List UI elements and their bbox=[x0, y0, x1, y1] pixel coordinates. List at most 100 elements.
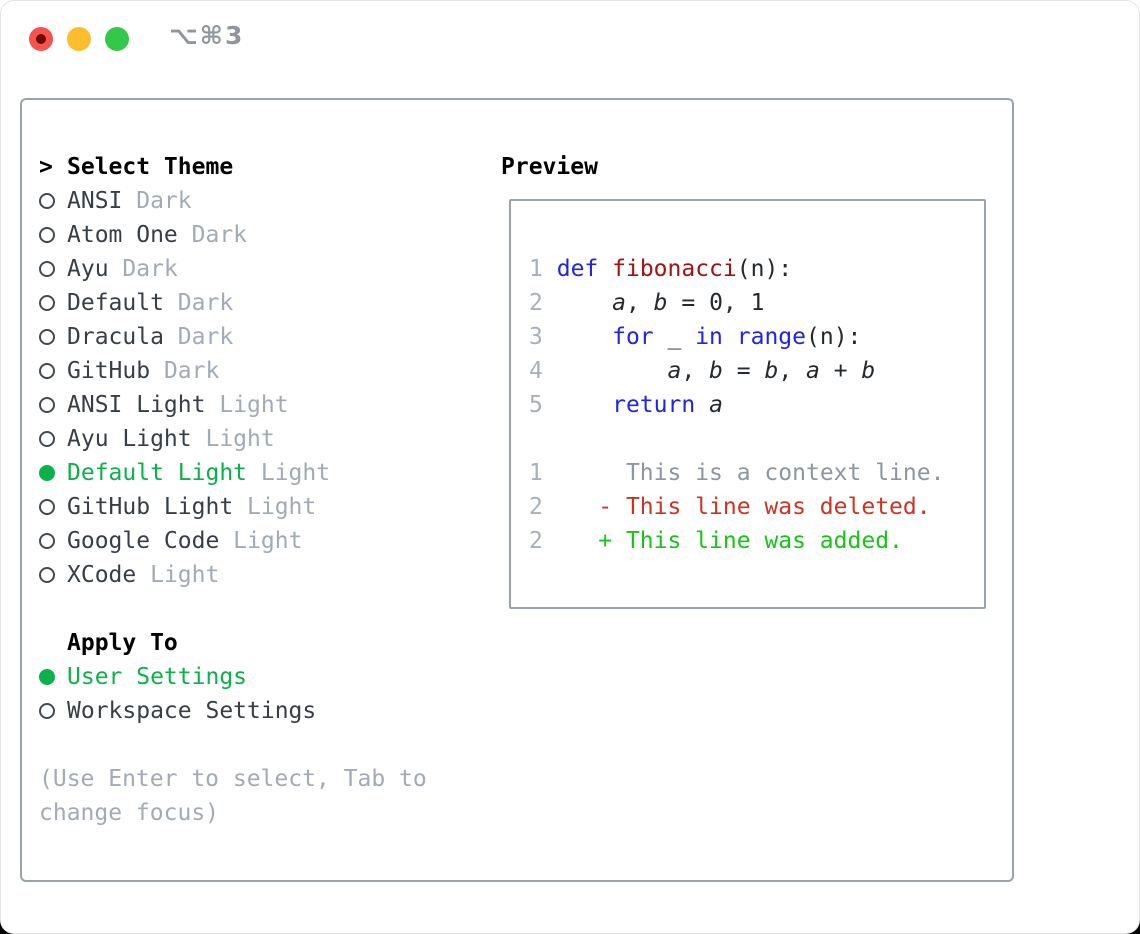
radio-selected-icon bbox=[39, 465, 67, 481]
theme-item[interactable]: Dracula Dark bbox=[39, 320, 459, 354]
item-label: Default Light bbox=[67, 460, 248, 486]
code-token: def bbox=[556, 256, 599, 282]
item-label: Ayu bbox=[67, 256, 109, 282]
code-token: a bbox=[709, 392, 723, 418]
code-token: b bbox=[764, 358, 779, 384]
code-token: a bbox=[612, 290, 626, 316]
code-token: - This line was deleted. bbox=[598, 494, 931, 520]
zoom-window-icon[interactable] bbox=[105, 27, 129, 51]
item-label: Workspace Settings bbox=[67, 698, 317, 724]
item-variant-label: Dark bbox=[122, 188, 192, 214]
item-label: User Settings bbox=[67, 664, 248, 690]
item-variant-label: Light bbox=[247, 460, 331, 486]
item-label: Atom One bbox=[67, 222, 178, 248]
preview-code-line bbox=[529, 422, 984, 456]
theme-item[interactable]: Default Dark bbox=[39, 286, 459, 320]
item-variant-label: Light bbox=[136, 562, 220, 588]
radio-icon bbox=[39, 397, 67, 413]
preview-code-line: 1 def fibonacci(n): bbox=[529, 252, 984, 286]
radio-icon bbox=[39, 363, 67, 379]
apply-to-option[interactable]: Workspace Settings bbox=[39, 694, 459, 728]
theme-item[interactable]: GitHub Light Light bbox=[39, 490, 459, 524]
preview-code-line: 3 for _ in range(n): bbox=[529, 320, 984, 354]
radio-icon bbox=[39, 295, 67, 311]
line-number: 1 bbox=[529, 256, 543, 282]
item-variant-label: Light bbox=[191, 426, 275, 452]
item-label: Google Code bbox=[67, 528, 220, 554]
item-label: Dracula bbox=[67, 324, 164, 350]
radio-icon bbox=[39, 261, 67, 277]
help-text: (Use Enter to select, Tab to change focu… bbox=[39, 766, 427, 826]
theme-item[interactable]: Default Light Light bbox=[39, 456, 459, 490]
code-token: (n): bbox=[806, 324, 862, 350]
radio-selected-icon bbox=[39, 669, 67, 685]
theme-item[interactable]: ANSI Light Light bbox=[39, 388, 459, 422]
radio-icon bbox=[39, 329, 67, 345]
item-variant-label: Light bbox=[233, 494, 317, 520]
code-token: , bbox=[778, 358, 807, 384]
code-token: = 0, 1 bbox=[667, 290, 765, 316]
preview-code-line: 5 return a bbox=[529, 388, 984, 422]
item-label: XCode bbox=[67, 562, 137, 588]
code-token: This is a context line. bbox=[625, 460, 945, 486]
code-token: a bbox=[667, 358, 682, 384]
radio-icon bbox=[39, 533, 67, 549]
item-variant-label: Dark bbox=[108, 256, 178, 282]
line-number: 4 bbox=[529, 358, 543, 384]
theme-item[interactable]: GitHub Dark bbox=[39, 354, 459, 388]
item-label: ANSI bbox=[67, 188, 123, 214]
code-token: + bbox=[819, 358, 862, 384]
code-token: = bbox=[722, 358, 765, 384]
code-token: b bbox=[861, 358, 876, 384]
line-number: 2 bbox=[529, 528, 543, 554]
item-label: GitHub bbox=[67, 358, 151, 384]
code-token: b bbox=[653, 290, 668, 316]
radio-icon bbox=[39, 193, 67, 209]
line-number: 5 bbox=[529, 392, 543, 418]
item-variant-label: Dark bbox=[150, 358, 220, 384]
theme-list-title: Select Theme bbox=[67, 154, 234, 180]
preview-code-line: 2 a, b = 0, 1 bbox=[529, 286, 984, 320]
apply-to-header: Apply To bbox=[39, 626, 459, 660]
preview-code-line: 2 - This line was deleted. bbox=[529, 490, 984, 524]
theme-item[interactable]: Ayu Light Light bbox=[39, 422, 459, 456]
window-shortcut-label: ⌥⌘3 bbox=[169, 21, 245, 50]
code-token: + This line was added. bbox=[598, 528, 903, 554]
code-token: (n): bbox=[736, 256, 793, 282]
item-label: Default bbox=[67, 290, 164, 316]
theme-item[interactable]: XCode Light bbox=[39, 558, 459, 592]
radio-icon bbox=[39, 567, 67, 583]
theme-item[interactable]: Ayu Dark bbox=[39, 252, 459, 286]
preview-code-line: 2 + This line was added. bbox=[529, 524, 984, 558]
code-token: in bbox=[695, 324, 723, 350]
item-label: ANSI Light bbox=[67, 392, 206, 418]
line-number: 1 bbox=[529, 460, 543, 486]
apply-to-option[interactable]: User Settings bbox=[39, 660, 459, 694]
theme-selector-panel bbox=[20, 98, 1014, 882]
minimize-window-icon[interactable] bbox=[67, 27, 91, 51]
select-theme-header: >Select Theme bbox=[39, 150, 459, 184]
code-token: , bbox=[681, 358, 710, 384]
theme-item[interactable]: Atom One Dark bbox=[39, 218, 459, 252]
item-variant-label: Dark bbox=[177, 222, 248, 248]
close-window-icon[interactable] bbox=[29, 27, 53, 51]
code-token: for bbox=[612, 324, 654, 350]
theme-item[interactable]: ANSI Dark bbox=[39, 184, 459, 218]
item-variant-label: Dark bbox=[163, 324, 234, 350]
preview-title: Preview bbox=[501, 154, 598, 180]
code-token: return bbox=[612, 392, 696, 418]
preview-code-line: 4 a, b = b, a + b bbox=[529, 354, 984, 388]
line-number: 2 bbox=[529, 494, 543, 520]
code-token: _ bbox=[653, 324, 696, 350]
apply-to-title: Apply To bbox=[67, 630, 178, 656]
theme-item[interactable]: Google Code Light bbox=[39, 524, 459, 558]
titlebar bbox=[29, 27, 129, 51]
preview-code-line: 1 This is a context line. bbox=[529, 456, 984, 490]
code-token: , bbox=[625, 290, 654, 316]
item-variant-label: Light bbox=[219, 528, 303, 554]
